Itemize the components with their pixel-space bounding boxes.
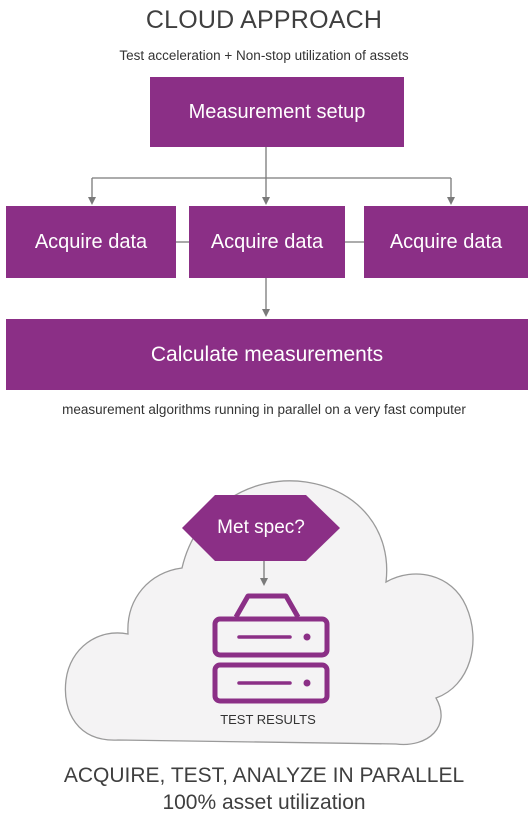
arrowhead-icon <box>88 197 96 205</box>
acquire-data-box-2: Acquire data <box>189 206 345 278</box>
calculate-measurements-box: Calculate measurements <box>6 319 528 390</box>
server-led <box>303 633 311 641</box>
server-unit-lower <box>212 662 330 704</box>
server-leds <box>303 633 311 687</box>
test-results-label: TEST RESULTS <box>220 712 316 727</box>
server-slot-lines <box>237 635 292 685</box>
setup-connectors <box>91 147 452 197</box>
server-stack-icon <box>212 593 330 704</box>
arrowhead-icon <box>260 578 268 586</box>
server-led <box>303 679 311 687</box>
measurement-setup-box: Measurement setup <box>150 77 404 147</box>
arrowhead-icon <box>262 309 270 317</box>
acquire-data-box-1: Acquire data <box>6 206 176 278</box>
diagram-title: CLOUD APPROACH <box>145 6 383 34</box>
cloud-shape <box>64 480 474 746</box>
setup-arrowheads <box>88 197 455 205</box>
calculate-note: measurement algorithms running in parall… <box>62 402 466 417</box>
server-top-chevron <box>233 593 301 619</box>
footer-line-1: ACQUIRE, TEST, ANALYZE IN PARALLEL <box>63 764 465 787</box>
arrowhead-icon <box>447 197 455 205</box>
footer-line-2: 100% asset utilization <box>162 791 366 814</box>
decision-hexagon <box>182 495 340 561</box>
arrowhead-icon <box>262 197 270 205</box>
acquire-data-box-3: Acquire data <box>364 206 528 278</box>
diagram-subtitle: Test acceleration + Non-stop utilization… <box>119 48 409 63</box>
server-unit-upper <box>212 616 330 658</box>
decision-label: Met spec? <box>217 517 305 538</box>
